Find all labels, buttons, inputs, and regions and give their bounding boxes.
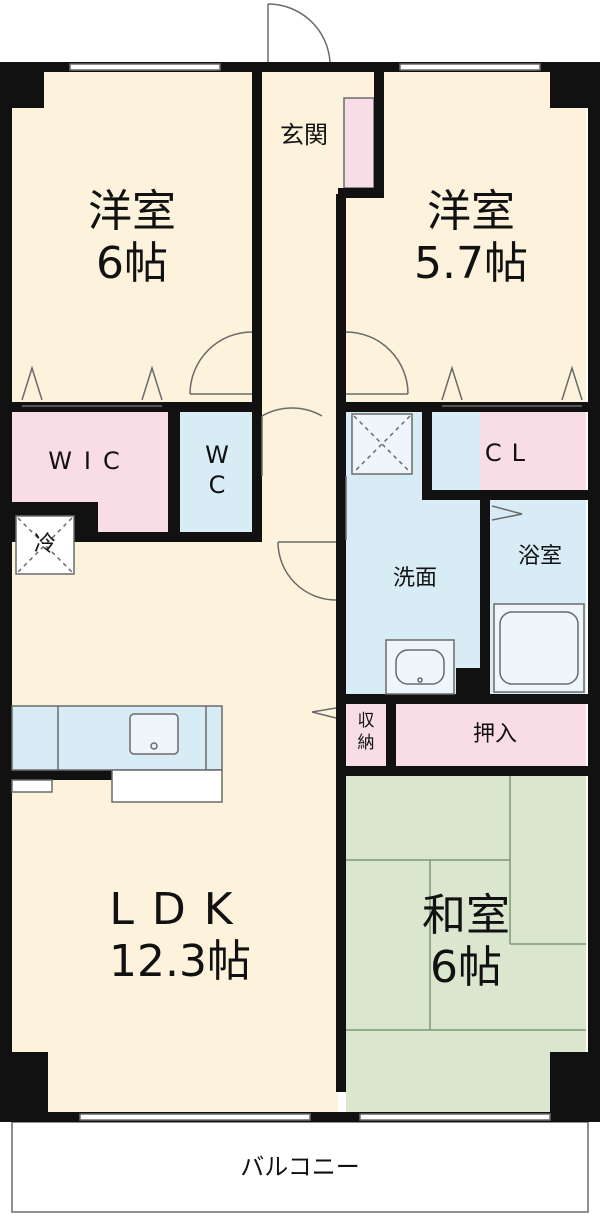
japanese-room-size: 6帖 bbox=[430, 942, 502, 993]
windows bbox=[69, 63, 551, 1121]
japanese-room-name: 和室 bbox=[422, 890, 510, 941]
wc-label-top: W bbox=[205, 441, 229, 469]
western-room-right-name: 洋室 bbox=[427, 186, 515, 237]
western-room-left-name: 洋室 bbox=[88, 186, 176, 237]
entrance-label: 玄関 bbox=[280, 121, 328, 149]
ldk-size: 12.3帖 bbox=[109, 936, 251, 987]
western-room-right-label: 洋室 5.7帖 bbox=[386, 186, 556, 290]
kitchen-sink-icon bbox=[11, 705, 223, 803]
oshiire-floor bbox=[396, 704, 586, 766]
ldk-label: LDK 12.3帖 bbox=[70, 884, 290, 988]
washbasin-icon bbox=[385, 639, 455, 695]
balcony-floor bbox=[11, 1121, 589, 1213]
fridge-icon bbox=[15, 515, 75, 575]
bathroom-label: 浴室 bbox=[517, 544, 562, 569]
entrance-floor bbox=[262, 72, 346, 194]
wic-label: WIC bbox=[48, 447, 132, 475]
western-room-left-floor bbox=[12, 72, 252, 404]
western-room-right-size: 5.7帖 bbox=[414, 238, 528, 289]
tatami-pattern bbox=[346, 776, 586, 1031]
western-room-left-size: 6帖 bbox=[96, 238, 168, 289]
wc-label: W C bbox=[182, 440, 252, 500]
cl-label: CL bbox=[484, 439, 536, 467]
storage-small-floor bbox=[346, 704, 386, 766]
storage-small-label: 収 納 bbox=[346, 710, 386, 754]
balcony-label: バルコニー bbox=[240, 1153, 360, 1181]
hallway-floor bbox=[262, 194, 338, 540]
ldk-floor bbox=[12, 540, 338, 1112]
ldk-name: LDK bbox=[109, 884, 251, 935]
washroom-label: 洗面 bbox=[392, 566, 437, 591]
western-room-right-floor bbox=[346, 72, 586, 404]
storage-small-bottom: 納 bbox=[357, 733, 375, 753]
oshiire-label: 押入 bbox=[472, 722, 517, 747]
western-room-left-label: 洋室 6帖 bbox=[62, 186, 202, 290]
door-swing-icon bbox=[189, 3, 523, 719]
closet-door-icon bbox=[21, 365, 583, 407]
wc-floor bbox=[180, 412, 252, 532]
storage-small-top: 収 bbox=[357, 711, 375, 731]
washer-pan-icon bbox=[351, 413, 413, 475]
entrance-shoebox bbox=[343, 97, 375, 189]
japanese-room-label: 和室 6帖 bbox=[396, 890, 536, 994]
wc-label-bottom: C bbox=[208, 471, 226, 499]
bathtub-icon bbox=[493, 603, 585, 693]
fridge-label: 冷 bbox=[33, 532, 56, 557]
